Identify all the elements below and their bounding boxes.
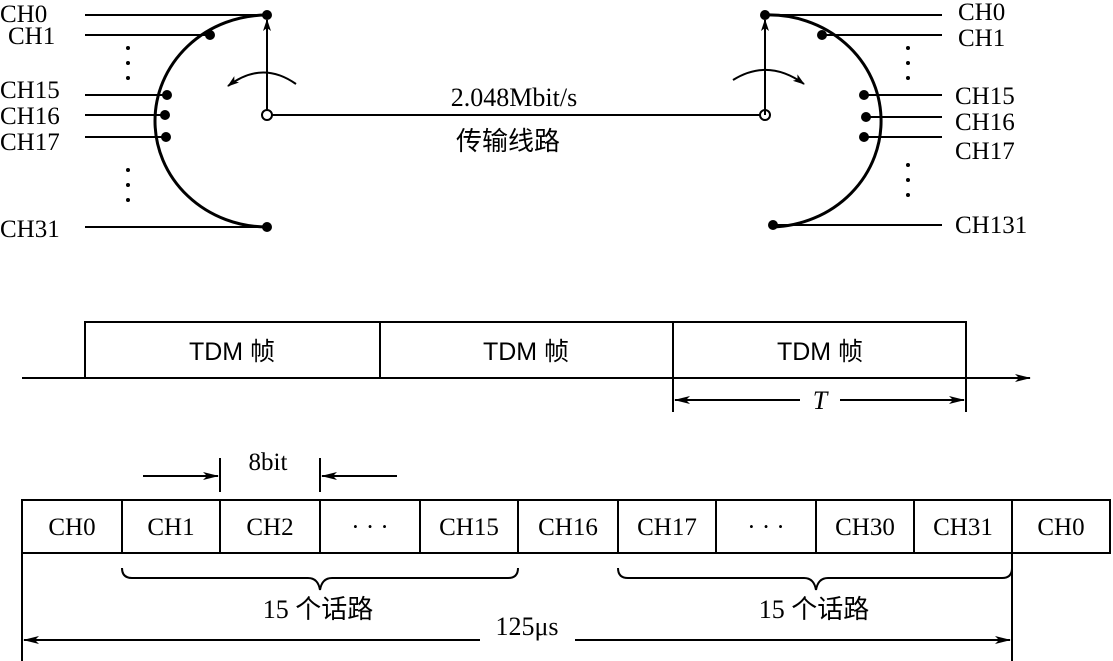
left-label-ch17: CH17 <box>0 129 60 156</box>
left-pivot <box>261 109 273 121</box>
right-contact-ch1 <box>817 30 827 40</box>
slot-label-ch0-next: CH0 <box>1037 514 1084 541</box>
tdm-frame-3-label: TDM 帧 <box>777 338 863 366</box>
right-label-ch1: CH1 <box>958 25 1005 52</box>
right-contact-ch0 <box>760 10 770 20</box>
left-contact-ch0 <box>262 10 272 20</box>
tdm-frame-2-label: TDM 帧 <box>483 338 569 366</box>
slot-label-ch2: CH2 <box>246 514 293 541</box>
brace-group-2 <box>617 567 1013 591</box>
left-contact-ch31 <box>262 222 272 232</box>
tdm-frame-1-label: TDM 帧 <box>189 338 275 366</box>
left-label-ch1: CH1 <box>8 23 55 50</box>
line-label: 传输线路 <box>456 127 560 156</box>
right-rotation-arrow <box>732 68 805 85</box>
right-label-ch0: CH0 <box>958 0 1005 26</box>
slot-label-ch16: CH16 <box>538 514 598 541</box>
right-contact-ch15 <box>859 90 869 100</box>
right-label-ch131: CH131 <box>955 212 1027 239</box>
left-label-ch15: CH15 <box>0 77 60 104</box>
right-label-ch16: CH16 <box>955 109 1015 136</box>
group-2-label: 15 个话路 <box>759 595 870 624</box>
left-contact-ch15 <box>162 90 172 100</box>
right-ellipsis-upper <box>906 46 910 80</box>
slot-label-ch15: CH15 <box>439 514 499 541</box>
period-label: T <box>813 386 829 415</box>
slot-label-ch30: CH30 <box>835 514 895 541</box>
left-ellipsis-lower <box>126 168 130 202</box>
slot-label-ch0: CH0 <box>48 514 95 541</box>
bit-label: 8bit <box>249 449 288 476</box>
left-commutator-arc <box>153 13 268 229</box>
right-commutator: CH0 CH1 CH15 CH16 CH17 CH131 <box>732 0 1027 239</box>
slot-label-ch1: CH1 <box>147 514 194 541</box>
slot-label-ch17: CH17 <box>637 514 697 541</box>
left-rotation-arrow <box>227 71 297 87</box>
left-label-ch0: CH0 <box>0 1 47 28</box>
slot-label-ellipsis-2: · · · <box>747 514 784 541</box>
duration-label: 125μs <box>495 612 558 641</box>
left-label-ch31: CH31 <box>0 216 60 243</box>
slot-label-ch31: CH31 <box>933 514 993 541</box>
slot-cell-ch0-next <box>1011 499 1111 554</box>
left-ellipsis-upper <box>126 46 130 80</box>
left-commutator: CH0 CH1 CH15 CH16 CH17 CH31 <box>0 1 297 243</box>
right-ellipsis-lower <box>906 163 910 197</box>
left-contact-ch17 <box>161 132 171 142</box>
left-contact-ch1 <box>205 30 215 40</box>
right-contact-ch16 <box>861 112 871 122</box>
frame-detail: 8bit CH0 CH1 CH2 · · · CH15 CH16 CH17 · … <box>21 449 1111 661</box>
left-contact-ch16 <box>160 110 170 120</box>
slot-label-ellipsis-1: · · · <box>351 514 388 541</box>
line-rate: 2.048Mbit/s <box>451 83 577 112</box>
right-label-ch17: CH17 <box>955 138 1015 165</box>
tdm-frame-row: TDM 帧 TDM 帧 TDM 帧 T <box>22 321 1031 415</box>
brace-group-1 <box>121 567 519 591</box>
tdm-frame-3 <box>672 321 967 379</box>
left-label-ch16: CH16 <box>0 103 60 130</box>
group-1-label: 15 个话路 <box>263 595 374 624</box>
right-contact-ch17 <box>859 132 869 142</box>
right-label-ch15: CH15 <box>955 83 1015 110</box>
right-contact-ch131 <box>768 220 778 230</box>
